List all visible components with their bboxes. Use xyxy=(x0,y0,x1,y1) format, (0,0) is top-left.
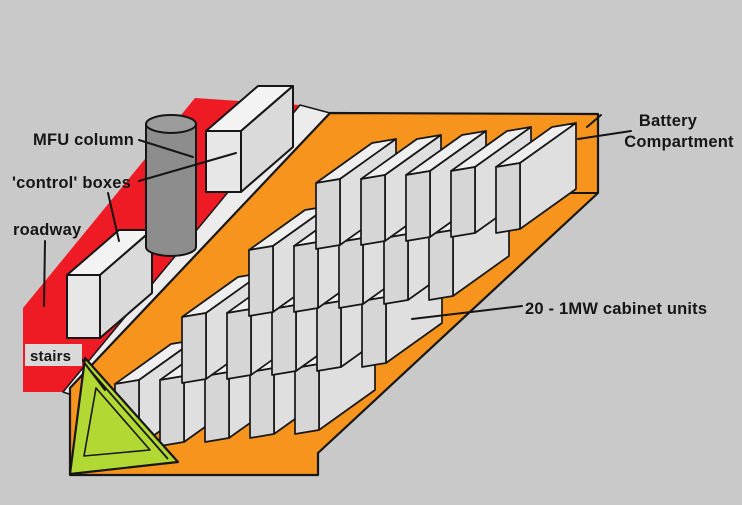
roadway-label: roadway xyxy=(13,221,82,239)
control-boxes-leader-line-2 xyxy=(107,192,120,242)
control-box-1 xyxy=(205,85,294,193)
battery-compartment-label-line2: Compartment xyxy=(624,133,734,151)
cabinet-units-leader-line xyxy=(411,305,523,320)
roadway-leader-line xyxy=(43,240,46,307)
stairs-label: stairs xyxy=(30,348,71,365)
stairs-leader-line xyxy=(79,356,106,391)
leader-lines xyxy=(43,114,632,391)
stairs-diagonal-edge xyxy=(88,368,169,460)
battery-compartment-label-line1: Battery xyxy=(639,112,698,130)
battery-compartment-leader-line xyxy=(577,130,632,140)
cabinet-units-label: 20 - 1MW cabinet units xyxy=(525,300,707,318)
mfu-column xyxy=(145,114,197,257)
stairs-outer-face xyxy=(68,356,180,476)
cabinet-units xyxy=(114,122,577,451)
control-boxes-leader-line-1 xyxy=(138,152,237,182)
control-box-2-front xyxy=(66,274,101,339)
stairs-ramp xyxy=(68,356,180,476)
labels: MFU column 'control' boxes roadway stair… xyxy=(12,112,734,366)
mfu-column-label: MFU column xyxy=(33,131,134,149)
control-box-2 xyxy=(66,229,153,339)
stairs-label-box xyxy=(25,344,82,366)
mfu-leader-line xyxy=(138,139,194,158)
control-boxes-label: 'control' boxes xyxy=(12,174,131,192)
battery-compartment-leader-tick xyxy=(586,114,602,128)
mfu-column-body xyxy=(145,123,197,257)
cabinet-unit xyxy=(495,122,577,234)
stairs-inner-edge xyxy=(83,387,151,457)
control-box-1-front xyxy=(205,130,242,193)
mfu-column-top xyxy=(145,114,197,134)
